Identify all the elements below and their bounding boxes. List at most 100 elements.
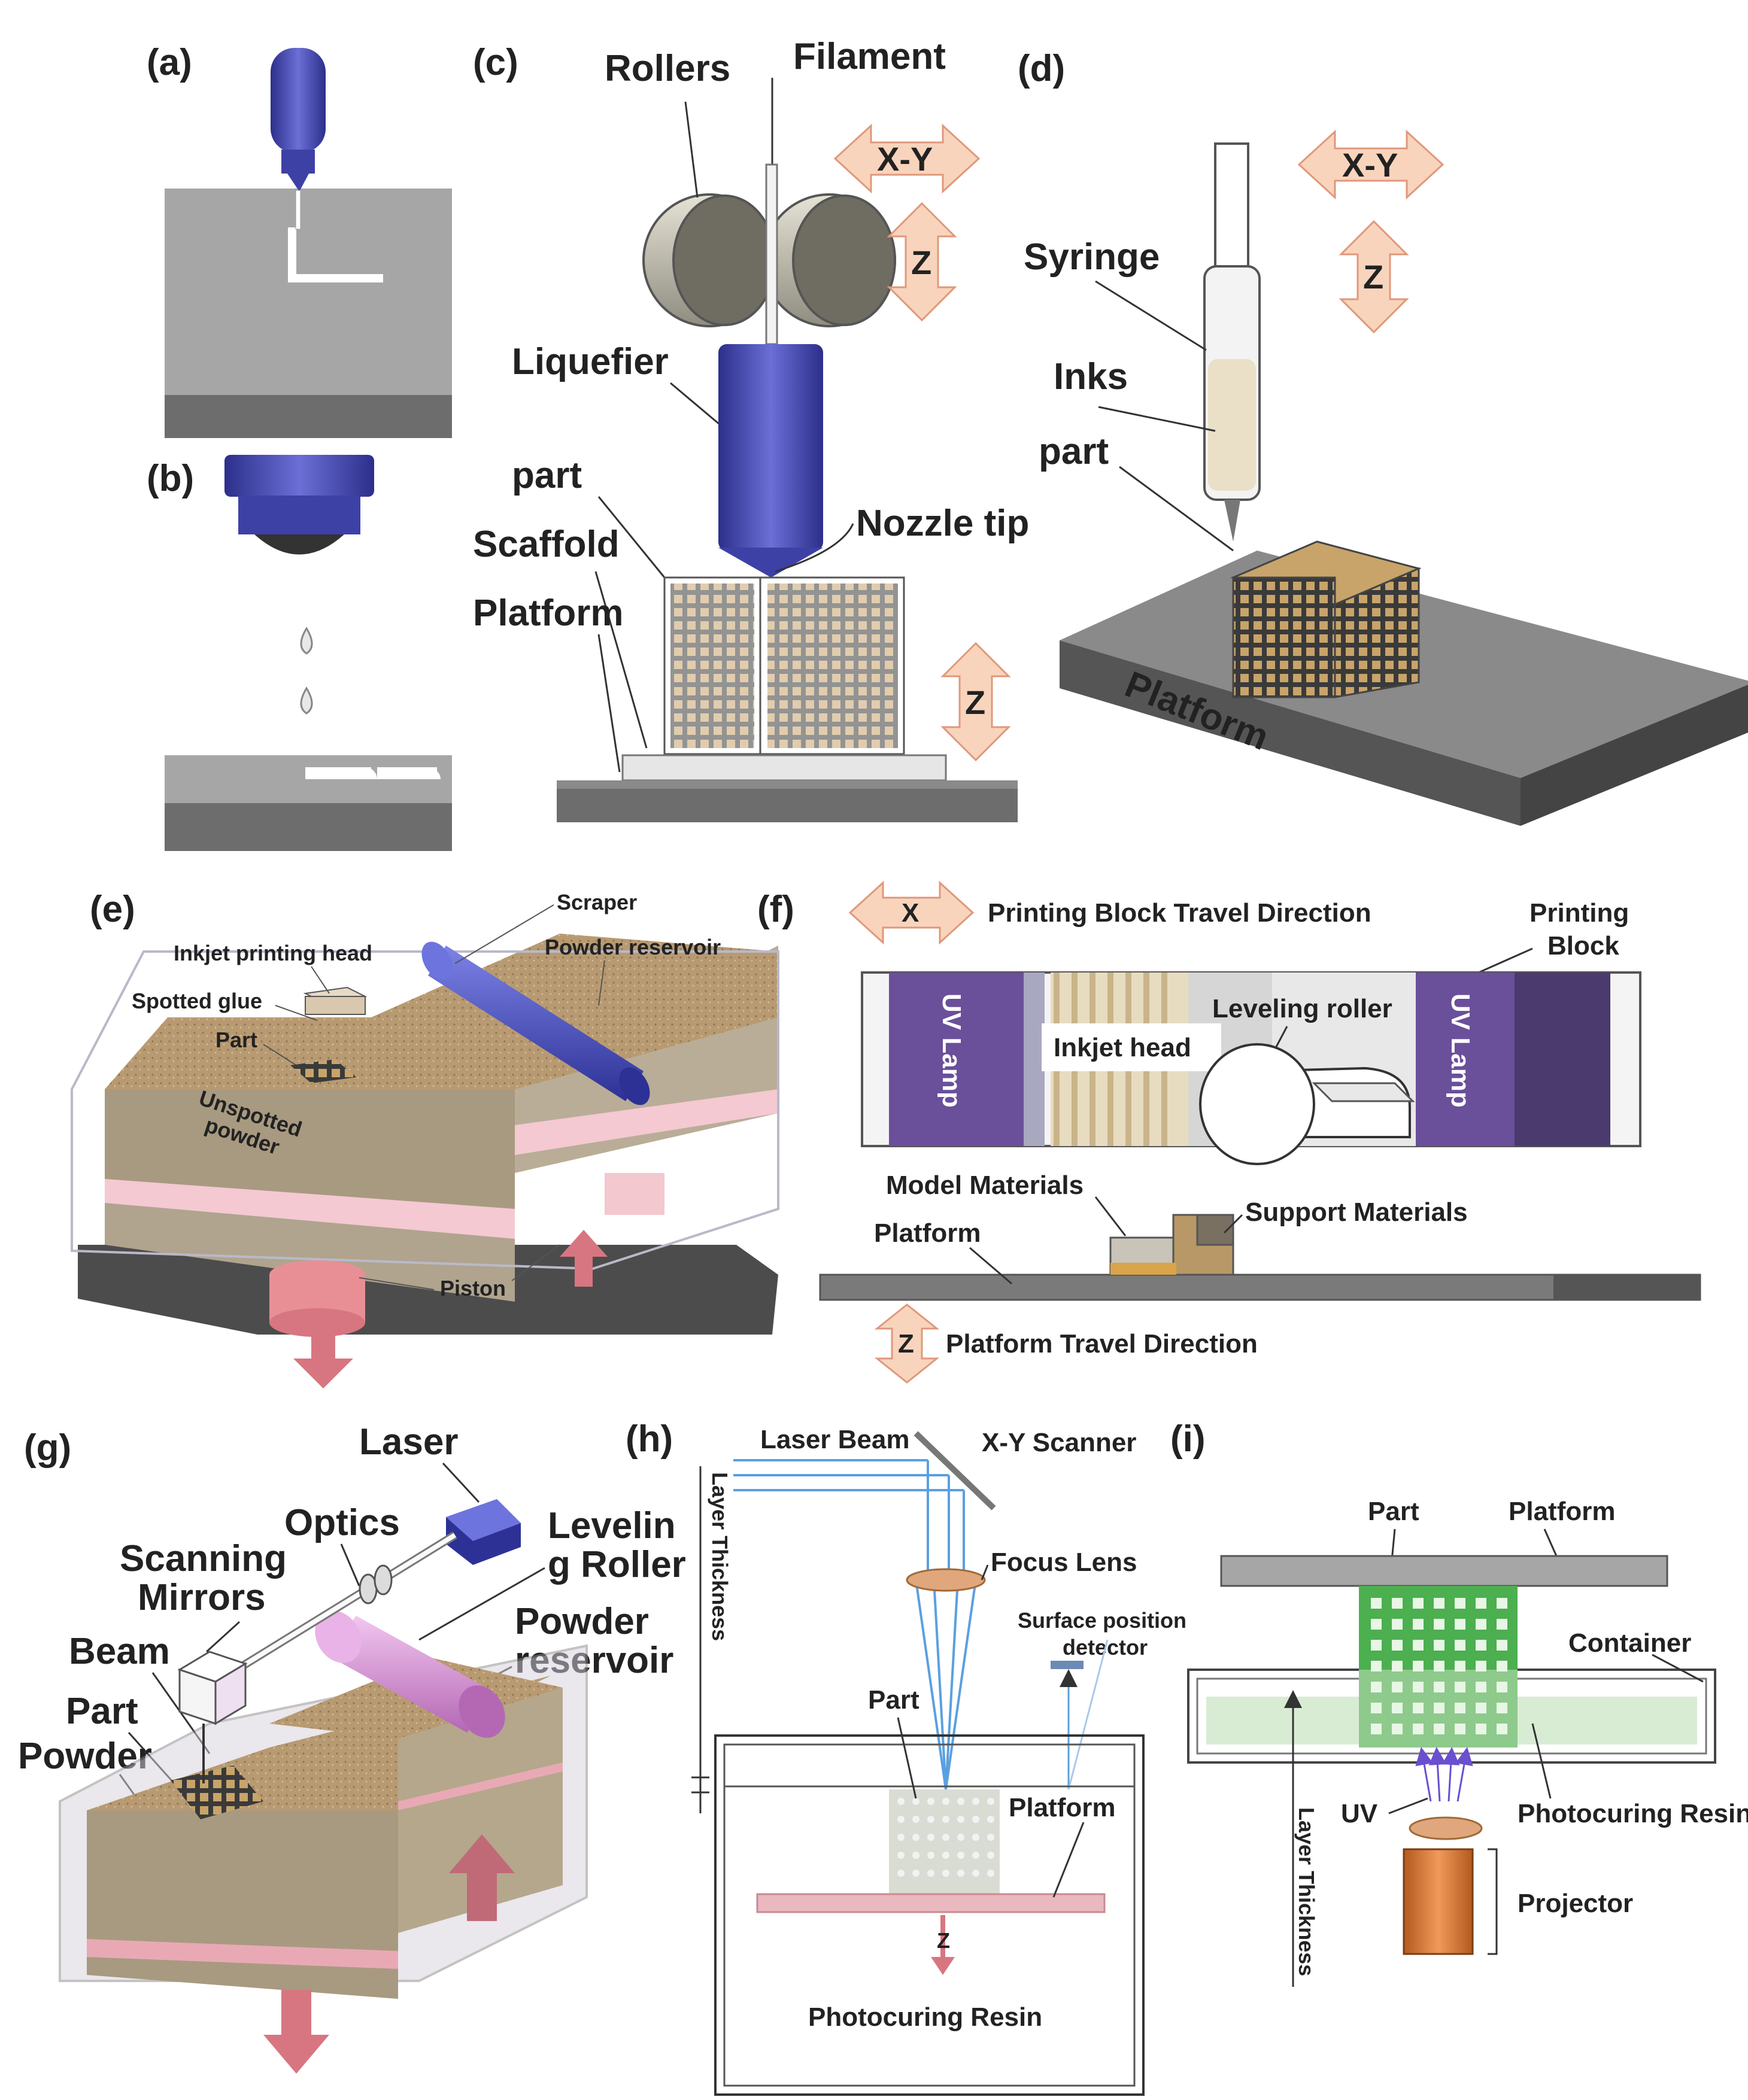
scraper-roller (428, 946, 644, 1101)
support-materials-label: Support Materials (1245, 1198, 1468, 1227)
platform-leader-h (1052, 1822, 1085, 1898)
nozzle-tip-label: Nozzle tip (856, 503, 1029, 544)
syringe-plunger (1214, 142, 1249, 273)
powder-reservoir-leader-e (598, 960, 605, 1006)
optics-tube-inner (235, 1533, 457, 1672)
z-arrow-h-head (931, 1957, 955, 1975)
filament (765, 163, 778, 345)
roller-face-f (1199, 1043, 1315, 1165)
laser-beam-label: Laser Beam (760, 1425, 909, 1454)
droplet-2 (300, 686, 313, 715)
scanning-mirrors-label-1: Scanning (120, 1538, 287, 1579)
xy-scanner-label: X-Y Scanner (982, 1428, 1136, 1457)
part-leader-d (1119, 466, 1234, 552)
piston-label: Piston (440, 1276, 506, 1300)
left-piston-layer (87, 1939, 398, 1969)
rollers-label: Rollers (605, 48, 730, 89)
mirror-cube-side (214, 1662, 247, 1725)
deposit-dome-2 (419, 768, 441, 779)
part-grid-e (290, 1059, 356, 1083)
up-arrow-g (449, 1834, 515, 1921)
inkjet-head-tag-bg (1042, 1023, 1221, 1071)
panel-b: (b) (147, 455, 452, 851)
inks-leader (1098, 406, 1216, 432)
scraper-label: Scraper (557, 890, 637, 914)
nozzle-body (271, 48, 326, 153)
shadow-e (78, 1245, 778, 1335)
z-arrow-d-label: Z (1363, 258, 1383, 296)
piston-down-arrow (293, 1335, 353, 1388)
projector-bracket (1488, 1848, 1498, 1955)
panel-d-tag: (d) (1018, 48, 1065, 89)
part-leader-e (263, 1044, 297, 1066)
platform-travel-label: Platform Travel Direction (946, 1329, 1258, 1359)
beam-focus-2 (933, 1579, 947, 1790)
roller-blade (1312, 1082, 1415, 1102)
beam-label: Beam (69, 1631, 170, 1672)
uv-lamp-right (1416, 972, 1515, 1146)
inkjet-substrate-side (165, 803, 452, 851)
resin-vat-outer (714, 1734, 1145, 2096)
z-arrow-c-bottom-label: Z (965, 683, 985, 721)
scraper-end-1 (421, 941, 453, 980)
xy-arrow-c-label: X-Y (877, 140, 933, 178)
scaffold-grid-right (767, 583, 898, 748)
z-arrow-c-label: Z (911, 244, 931, 281)
right-powder-box (398, 1688, 563, 1933)
printing-block-label-2: Block (1547, 931, 1619, 961)
spotted-glue-leader (275, 1005, 318, 1021)
platform-slab-top (557, 780, 1018, 789)
block-dark (1515, 972, 1610, 1146)
z-arrow-f (874, 1303, 940, 1384)
platform-leader-f (969, 1247, 1012, 1285)
uv-label: UV (1341, 1799, 1378, 1828)
platform-leader-c (597, 634, 621, 773)
piston-right (605, 1173, 664, 1215)
container-label: Container (1568, 1628, 1691, 1658)
optics-lens-2 (374, 1564, 393, 1595)
scaffold-label: Scaffold (473, 524, 620, 565)
panel-g: (g) Laser Optics Levelin g Roller Scanni… (18, 1421, 686, 2074)
nozzle-stream (295, 190, 301, 230)
right-piston-layer (398, 1762, 563, 1810)
layer-thickness-label-h: Layer Thickness (708, 1472, 732, 1641)
scaffold-grid-left (670, 583, 754, 748)
panel-e-tag: (e) (90, 889, 135, 930)
part-label-i: Part (1368, 1497, 1419, 1526)
focus-lens-leader (981, 1564, 989, 1581)
printing-block-travel-label: Printing Block Travel Direction (988, 898, 1371, 928)
laser-leader (442, 1462, 480, 1503)
part-label-h: Part (868, 1685, 919, 1715)
part-label-e: Part (216, 1028, 257, 1052)
panel-h-tag: (h) (626, 1418, 673, 1460)
uv-lamp-left-label: UV Lamp (937, 993, 966, 1108)
platform-label-c: Platform (473, 592, 623, 634)
leveling-roller-g (326, 1616, 497, 1733)
inkjet-head-label-f: Inkjet head (1054, 1033, 1191, 1062)
beam-focus-3 (945, 1579, 959, 1790)
left-box-piston-layer (105, 1179, 515, 1239)
support-materials-leader (1223, 1214, 1243, 1234)
nozzle-tip-leader (775, 523, 854, 573)
part-label-d: part (1039, 431, 1109, 472)
leveling-roller-label: Leveling roller (1212, 994, 1392, 1023)
leveling-roller-leader-g (418, 1567, 545, 1641)
syringe-needle (1224, 500, 1240, 542)
panel-a: (a) (147, 42, 452, 438)
left-box-powder (105, 1089, 515, 1209)
focus-lens-label: Focus Lens (991, 1548, 1137, 1577)
part-h (889, 1789, 1000, 1894)
roller-g-end-1 (315, 1610, 362, 1663)
panel-i: (i) Part Platform Container Layer Thickn… (1170, 1418, 1748, 1987)
syringe-ink (1208, 359, 1256, 491)
liquefier-cone (718, 548, 823, 578)
photocuring-resin-label-i: Photocuring Resin (1518, 1799, 1748, 1828)
z-arrow-c (887, 202, 957, 322)
roller-g-end-2 (459, 1685, 505, 1738)
divider-f (1024, 972, 1045, 1146)
scanning-mirrors-label-2: Mirrors (138, 1577, 266, 1618)
leveling-roller-label-g-1: Levelin (548, 1505, 676, 1546)
panel-e: (e) Piston Scraper Powder reservoir (71, 889, 779, 1388)
inkjet-head-label-e: Inkjet printing head (174, 941, 372, 965)
platform-h (756, 1893, 1106, 1913)
